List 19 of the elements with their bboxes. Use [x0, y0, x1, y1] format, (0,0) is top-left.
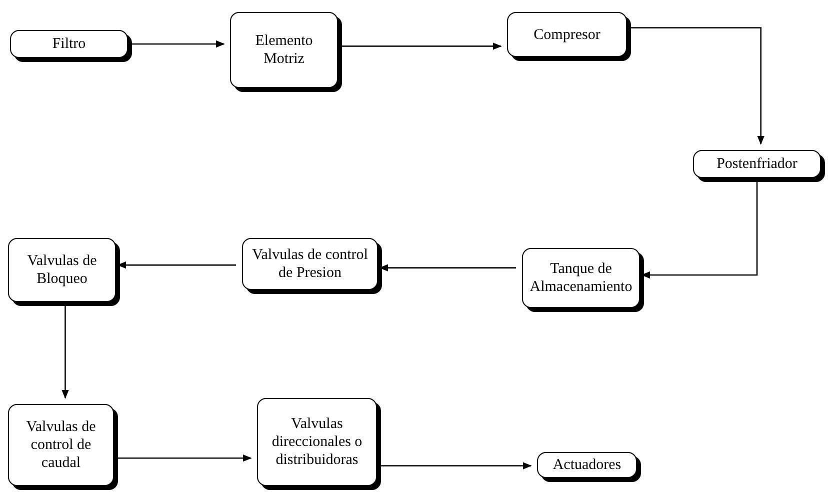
arrow — [116, 454, 252, 462]
arrow — [62, 304, 69, 399]
arrow — [379, 264, 516, 272]
box-label: Elemento Motriz — [254, 32, 314, 68]
box-label: Valvulas direccionales o distribuidoras — [270, 415, 364, 469]
box-label: Tanque de Almacenamiento — [528, 260, 634, 296]
box-label: Filtro — [52, 35, 86, 53]
box-label: Valvulas de control de caudal — [25, 418, 97, 472]
box-label: Valvulas de control de Presion — [251, 246, 369, 282]
arrow — [379, 462, 532, 470]
box-label: Actuadores — [552, 456, 622, 474]
arrow — [117, 261, 236, 269]
box-label: Valvulas de Bloqueo — [26, 252, 98, 288]
arrow — [130, 40, 225, 48]
arrow — [641, 180, 758, 279]
box-label: Compresor — [534, 26, 600, 44]
arrow — [340, 42, 502, 50]
arrow — [629, 27, 764, 145]
box-label: Postenfriador — [716, 155, 798, 173]
